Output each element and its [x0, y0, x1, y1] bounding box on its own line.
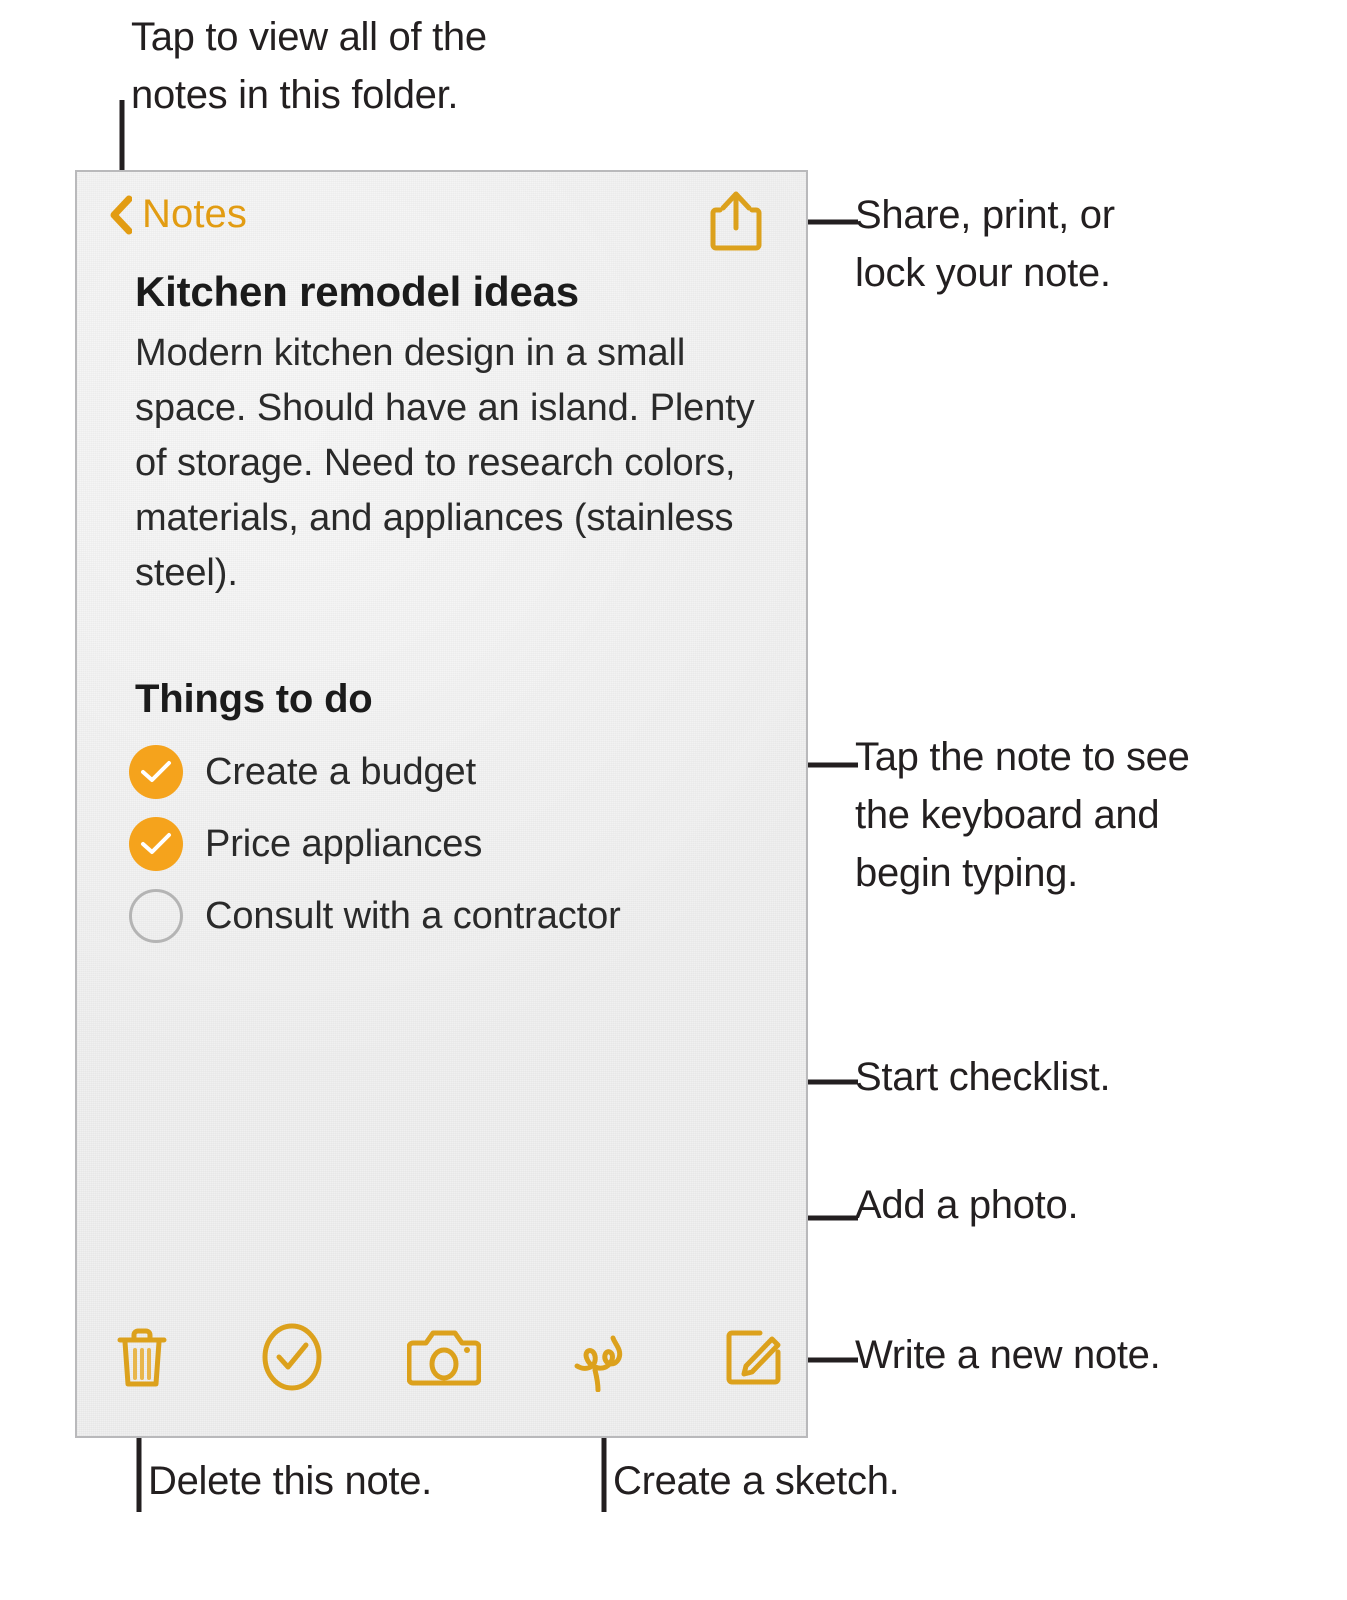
todo-label: Create a budget: [205, 751, 477, 794]
todo-item[interactable]: Consult with a contractor: [129, 880, 806, 952]
callout-write-new-note: Write a new note.: [855, 1333, 1161, 1377]
back-label: Notes: [142, 192, 247, 236]
todo-item[interactable]: Create a budget: [129, 736, 806, 808]
todo-label: Price appliances: [205, 823, 483, 866]
callout-share: Share, print, or lock your note.: [855, 193, 1115, 295]
note-title: Kitchen remodel ideas: [135, 268, 579, 315]
callout-create-sketch: Create a sketch.: [613, 1459, 900, 1503]
note-navbar: Notes: [77, 172, 806, 270]
share-icon: [710, 191, 762, 251]
sketch-button[interactable]: [563, 1320, 637, 1394]
note-toolbar: [77, 1308, 806, 1436]
new-note-button[interactable]: [717, 1320, 791, 1394]
checklist-icon: [262, 1323, 322, 1391]
share-button[interactable]: [708, 188, 764, 254]
back-to-notes-button[interactable]: Notes: [110, 192, 247, 236]
camera-icon: [407, 1330, 481, 1386]
todo-item[interactable]: Price appliances: [129, 808, 806, 880]
delete-note-button[interactable]: [105, 1320, 179, 1394]
note-content[interactable]: Kitchen remodel ideas Modern kitchen des…: [77, 268, 806, 952]
checkbox-checked-icon[interactable]: [129, 817, 183, 872]
checkbox-checked-icon[interactable]: [129, 745, 183, 800]
chevron-left-icon: [110, 195, 132, 235]
callout-view-folder: Tap to view all of the notes in this fol…: [131, 15, 487, 117]
trash-icon: [117, 1328, 167, 1387]
compose-icon: [726, 1330, 781, 1385]
todo-list: Create a budget Price appliances Consult…: [77, 736, 806, 952]
callout-delete-note: Delete this note.: [148, 1459, 432, 1503]
sketch-icon: [574, 1335, 623, 1392]
callout-add-photo: Add a photo.: [855, 1183, 1079, 1227]
checklist-button[interactable]: [255, 1320, 329, 1394]
checkbox-empty-icon[interactable]: [129, 889, 183, 944]
todo-heading: Things to do: [135, 677, 373, 722]
add-photo-button[interactable]: [407, 1320, 481, 1394]
callout-tap-note: Tap the note to see the keyboard and beg…: [855, 735, 1190, 895]
callout-start-checklist: Start checklist.: [855, 1055, 1111, 1099]
note-paragraph: Modern kitchen design in a small space. …: [135, 332, 755, 595]
todo-label: Consult with a contractor: [205, 895, 621, 938]
note-panel: Notes Kitchen remodel ideas Modern kitch…: [75, 170, 808, 1438]
